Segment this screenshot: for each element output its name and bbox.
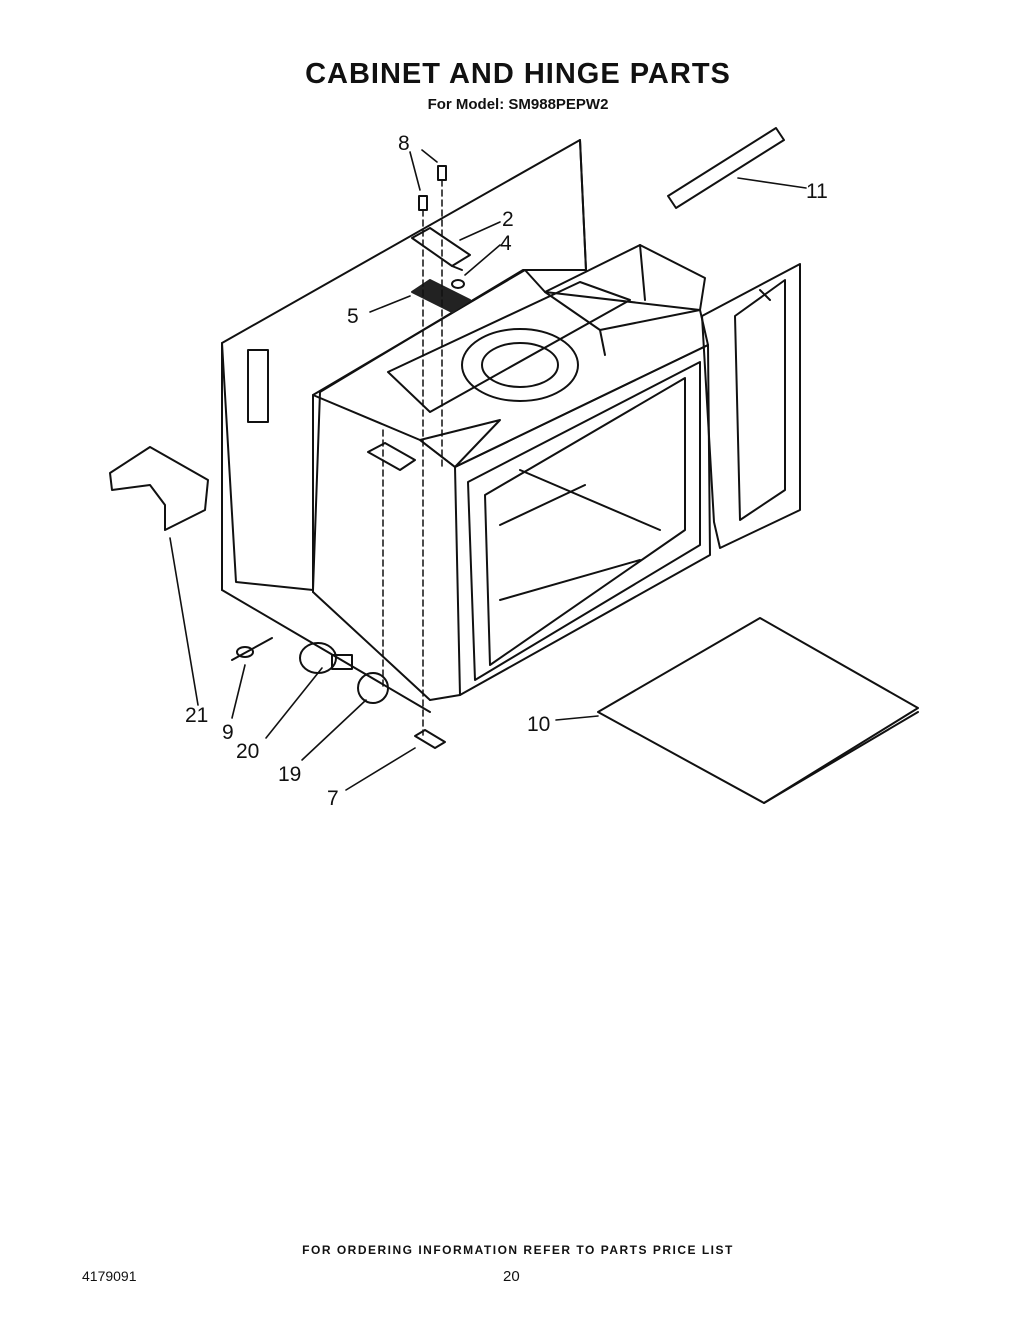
document-number: 4179091: [82, 1268, 137, 1284]
assembly-guide-lines: [382, 179, 443, 736]
callout-5: 5: [347, 305, 359, 328]
leader-arrows: [169, 149, 807, 791]
callout-2: 2: [502, 208, 514, 231]
callout-21: 21: [185, 704, 208, 727]
ordering-note: FOR ORDERING INFORMATION REFER TO PARTS …: [302, 1243, 734, 1257]
callout-10: 10: [527, 713, 550, 736]
callout-19: 19: [278, 763, 301, 786]
callout-11: 11: [806, 180, 828, 203]
part-4-washer: [451, 279, 465, 289]
part-11-rail: [667, 127, 785, 209]
callout-8: 8: [398, 132, 410, 155]
page-title: CABINET AND HINGE PARTS: [305, 58, 731, 90]
callout-4: 4: [500, 232, 512, 255]
callout-20: 20: [236, 740, 259, 763]
part-20-lamp: [299, 642, 353, 674]
part-9-pin: [231, 637, 273, 661]
model-subtitle: For Model: SM988PEPW2: [427, 96, 609, 113]
oven-cavity: [312, 244, 711, 701]
part-19-socket: [357, 672, 389, 704]
part-2-hinge-bracket: [411, 227, 471, 271]
part-7-plate: [414, 729, 446, 749]
page-number: 20: [503, 1268, 520, 1285]
part-5-vent-screen: [411, 279, 471, 313]
callout-9: 9: [222, 721, 234, 744]
callout-7: 7: [327, 787, 339, 810]
part-21-bracket: [109, 446, 209, 531]
part-10-panel: [597, 617, 919, 804]
